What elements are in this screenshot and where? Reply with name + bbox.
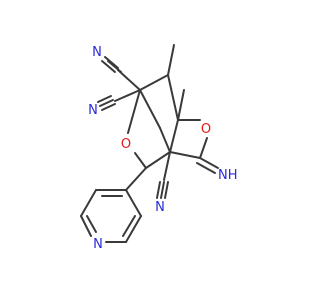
pyridine-bond-6 bbox=[125, 189, 142, 217]
nitrile-3-nitrogen-label: N bbox=[155, 200, 165, 215]
methyl-groups bbox=[167, 44, 185, 121]
pyridine-attachment-bond bbox=[125, 167, 147, 191]
pyridine-bond-3 bbox=[80, 215, 92, 237]
imine-double-bond-b bbox=[196, 162, 216, 174]
core-bonds bbox=[127, 74, 208, 169]
atom-labels: N N N O O NH N bbox=[88, 45, 237, 252]
bond-cme-to-bridgehead bbox=[167, 74, 179, 121]
bond-oxygen-left-to-ch bbox=[134, 152, 147, 169]
nitrile-3-single-bond bbox=[163, 151, 171, 181]
bond-ch-to-quaternary bbox=[145, 151, 171, 169]
imine-nh-label: NH bbox=[218, 168, 238, 183]
nitrile-2-triple-a bbox=[99, 99, 114, 107]
imine-double-bond-a bbox=[199, 157, 219, 169]
pyridine-bond-2 bbox=[80, 189, 97, 217]
ring-oxygen-left-label: O bbox=[121, 137, 131, 152]
bond-bridge-to-quaternary bbox=[159, 127, 171, 153]
nitrile-3-triple-a bbox=[160, 181, 165, 199]
pyridine-bond-5 bbox=[125, 215, 142, 243]
nitrile-1-triple-a bbox=[104, 56, 119, 69]
structure-diagram: N N N O O NH N bbox=[80, 44, 238, 252]
bond-cdn-to-bridge-c bbox=[139, 89, 161, 129]
nitrile-3-triple-c bbox=[156, 181, 161, 199]
bond-cdn-to-cme bbox=[139, 74, 169, 91]
nitrile-1-single-bond bbox=[117, 69, 141, 91]
bond-cdn-to-oxygen-left bbox=[127, 89, 141, 134]
nitrile-3-triple-b bbox=[164, 181, 169, 199]
methyl-bond-top bbox=[167, 44, 175, 76]
bond-c-imine-to-quaternary bbox=[169, 151, 201, 159]
nitrile-groups bbox=[97, 56, 171, 199]
bond-bridgehead-to-quaternary bbox=[169, 119, 179, 153]
methyl-bond-bridgehead bbox=[177, 89, 185, 121]
nitrile-1-nitrogen-label: N bbox=[92, 45, 102, 60]
nitrile-1-triple-c bbox=[101, 60, 116, 73]
imine-group bbox=[196, 157, 219, 174]
nitrile-2-triple-c bbox=[97, 95, 112, 103]
pyridine-inner-double-3 bbox=[122, 215, 136, 237]
bond-oxygen-right-to-c-imine bbox=[199, 137, 208, 159]
ring-oxygen-right-label: O bbox=[201, 122, 211, 137]
pyridine-ring bbox=[80, 167, 147, 243]
nitrile-2-triple-b bbox=[101, 103, 116, 111]
nitrile-2-nitrogen-label: N bbox=[88, 103, 98, 118]
nitrile-2-single-bond bbox=[114, 89, 141, 102]
nitrile-1-triple-b bbox=[107, 60, 122, 73]
pyridine-inner-double-2 bbox=[86, 215, 97, 233]
pyridine-nitrogen-label: N bbox=[93, 237, 103, 252]
